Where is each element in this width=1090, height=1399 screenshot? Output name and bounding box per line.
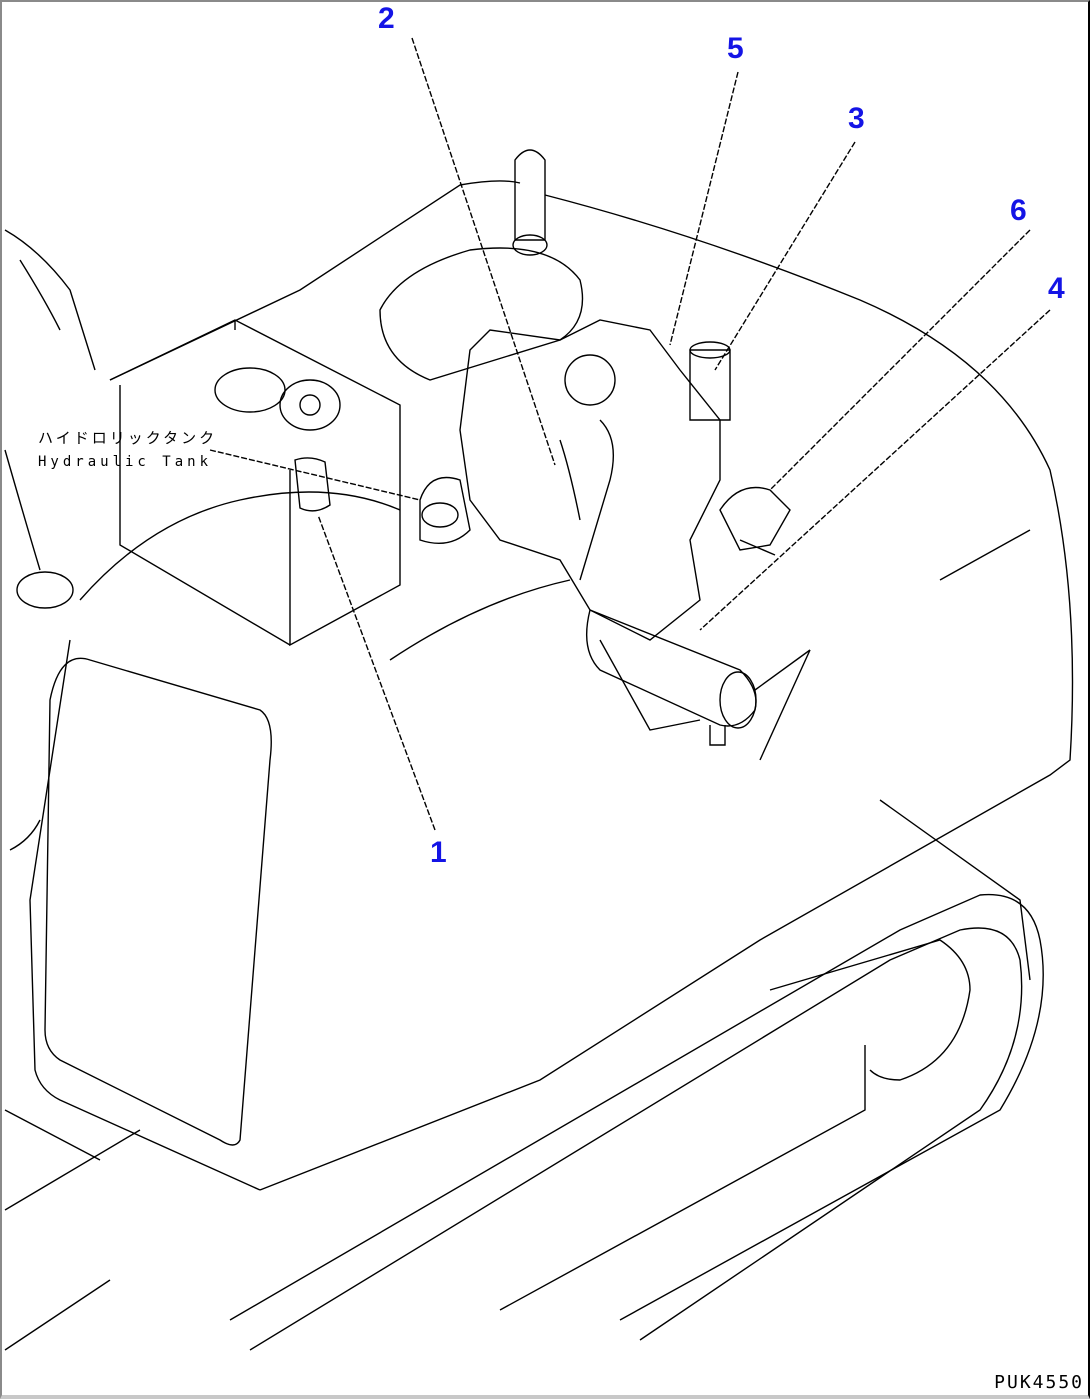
track-outline: [229, 893, 1044, 1351]
drawing-id: PUK4550: [994, 1372, 1084, 1393]
callout-4: 4: [1048, 272, 1065, 305]
tank-filter: [214, 367, 341, 512]
tank-label-japanese: ハイドロリックタンク: [38, 429, 218, 447]
callout-2: 2: [378, 2, 395, 35]
leader-lines: [209, 37, 1051, 831]
engine-assembly: [379, 149, 791, 641]
callout-5: 5: [727, 32, 744, 65]
callout-6: 6: [1010, 194, 1027, 227]
cab-outline: [4, 229, 401, 1351]
callout-3: 3: [848, 102, 865, 135]
callout-1: 1: [430, 836, 447, 869]
tank-label-english: Hydraulic Tank: [38, 454, 213, 470]
muffler: [585, 609, 811, 746]
